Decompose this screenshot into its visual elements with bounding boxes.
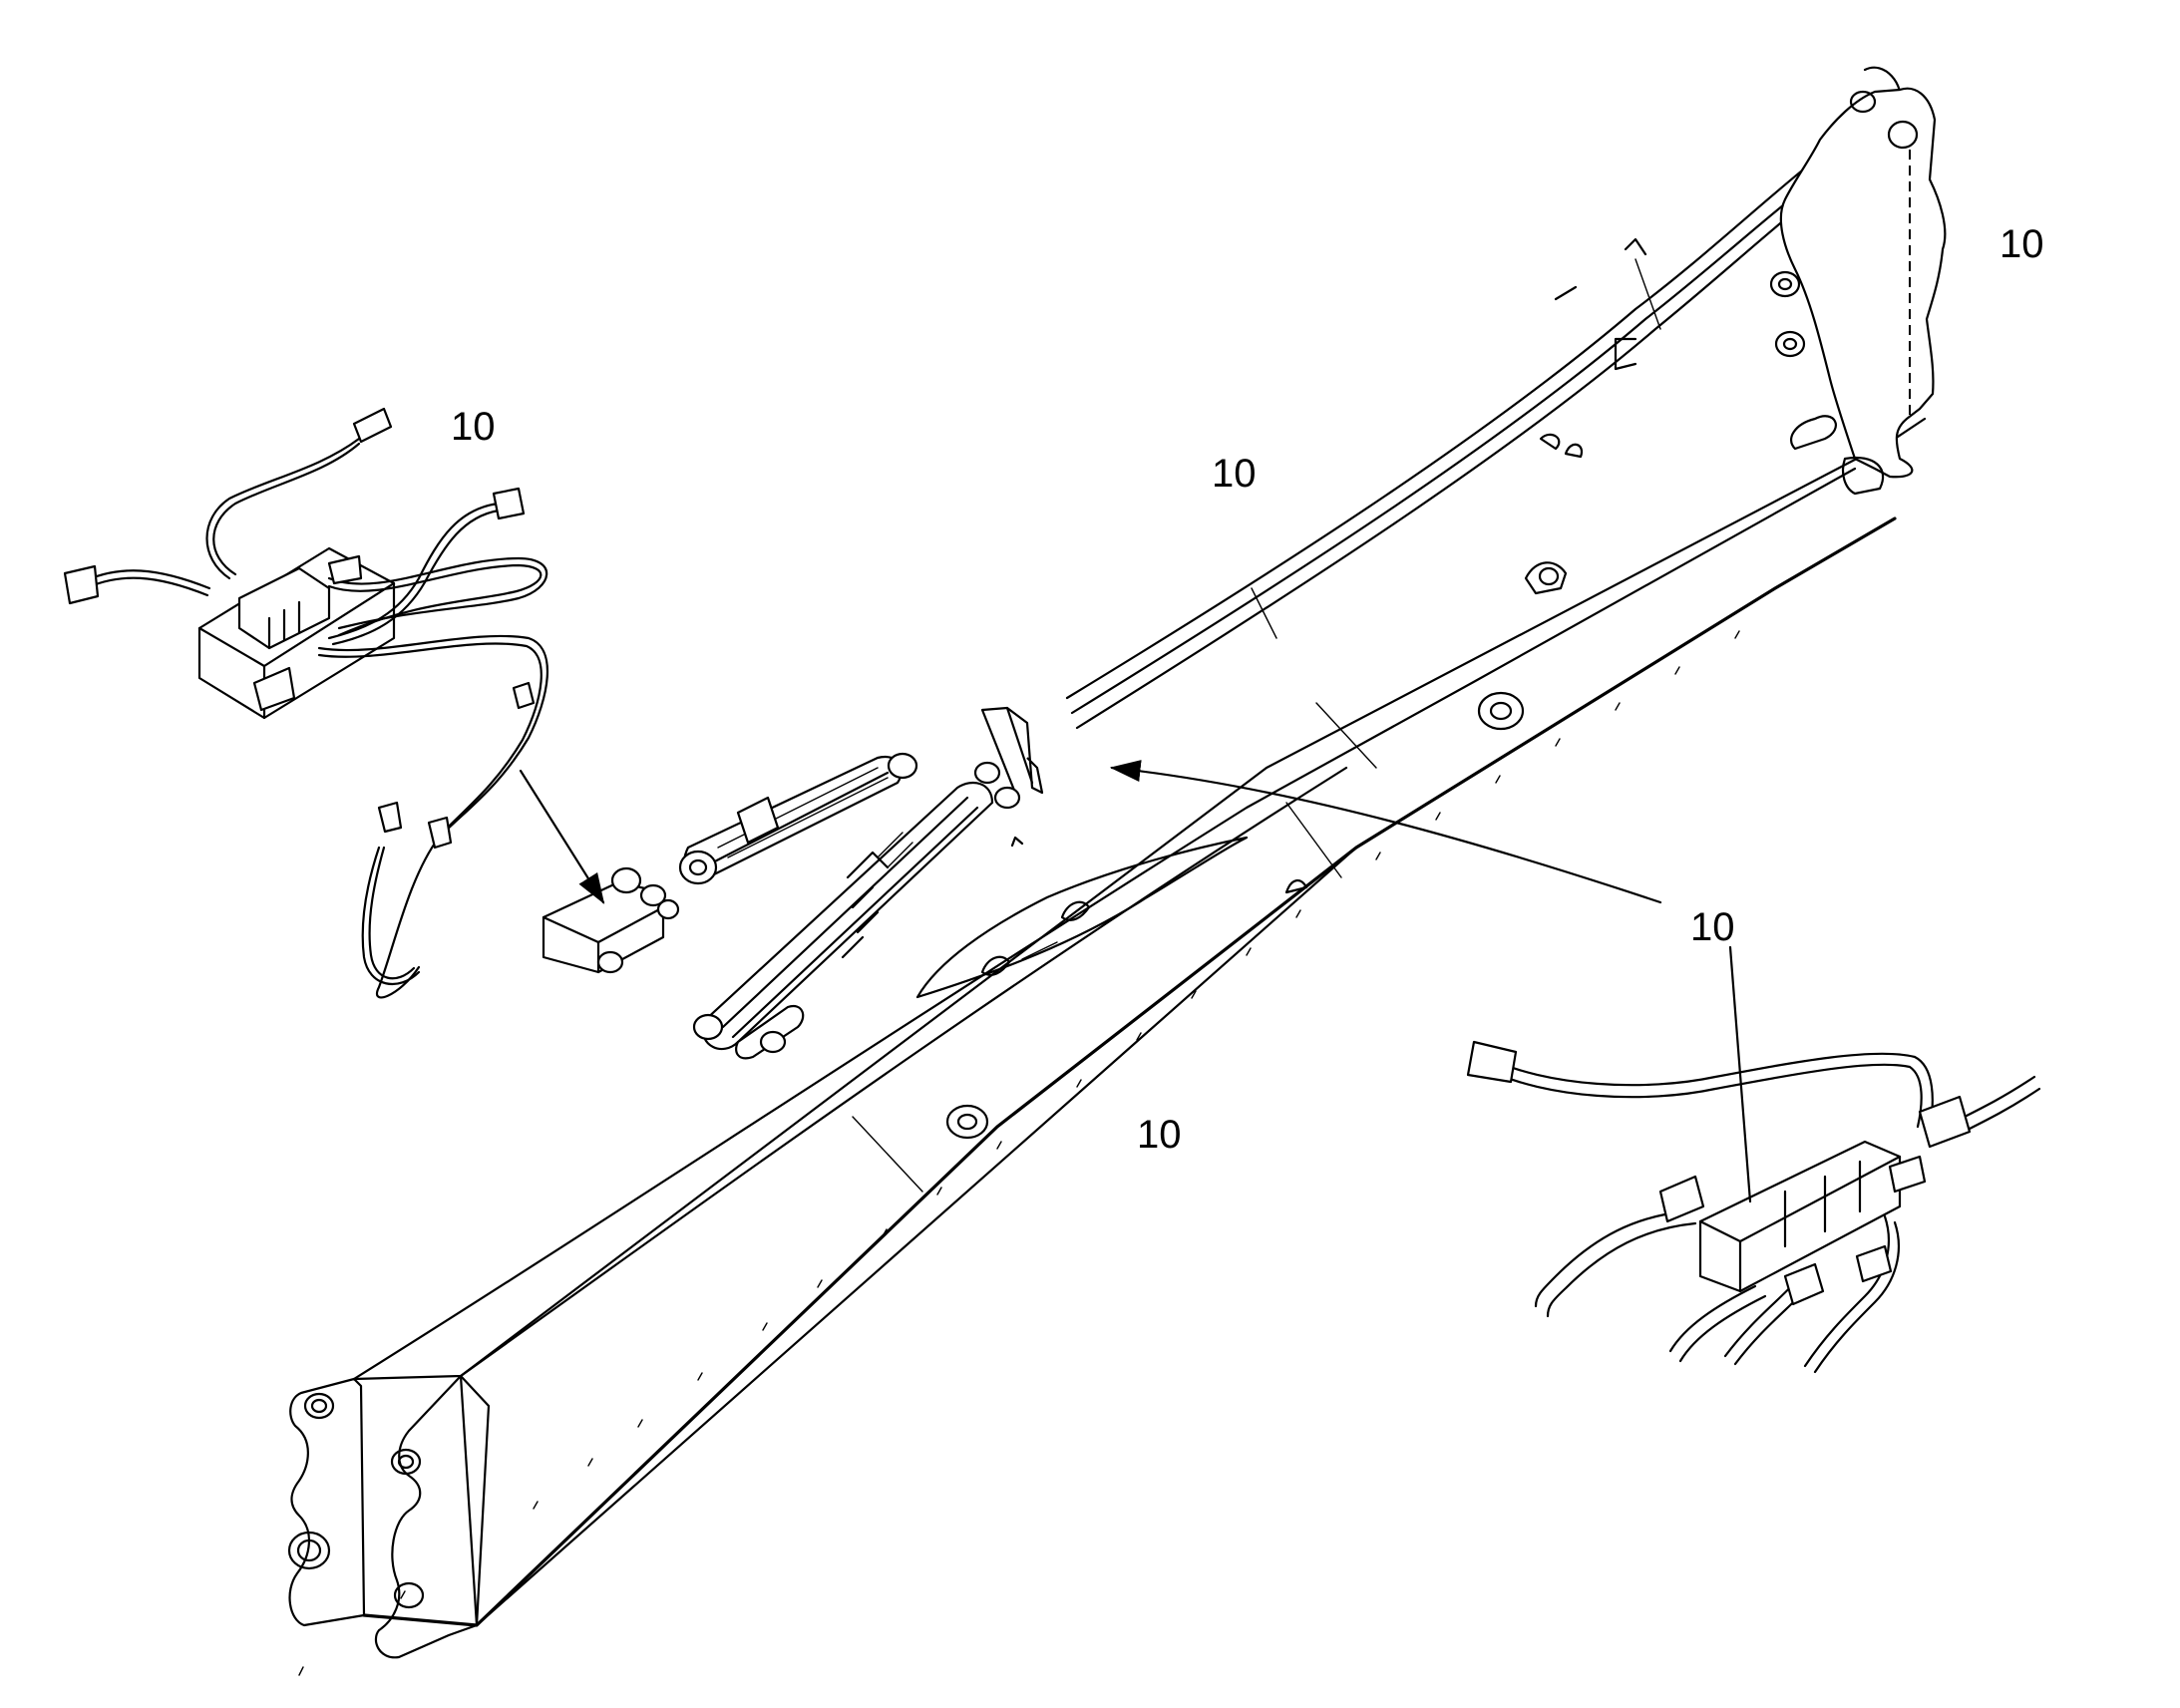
hose-kit xyxy=(63,407,605,999)
callout-label: 10 xyxy=(451,405,496,449)
boom-foot-plate-right xyxy=(374,1374,491,1659)
boom-top-face xyxy=(352,417,1927,1381)
boom-window xyxy=(915,836,1249,999)
boom-rivets xyxy=(298,630,1740,1676)
pivot-bracket xyxy=(542,866,680,974)
boom-nose-plate xyxy=(1779,87,1947,479)
callout-label: 10 xyxy=(1137,1113,1182,1157)
boom-assembly xyxy=(287,66,1947,1676)
callout-label: 10 xyxy=(1212,452,1257,496)
callout-label: 10 xyxy=(1999,222,2044,266)
valve-detail xyxy=(1466,1040,2041,1374)
boom-foot-plate-left xyxy=(288,1377,366,1627)
boom-bottom-edge xyxy=(362,516,1897,1627)
valve-body-detail xyxy=(1698,1140,1902,1293)
arm-upper-edge xyxy=(1065,128,1857,700)
callout-leaders xyxy=(1109,760,1752,1203)
callout-label: 10 xyxy=(1690,905,1735,949)
link-arm xyxy=(701,781,994,1051)
cylinder-assembly xyxy=(678,752,1021,1060)
